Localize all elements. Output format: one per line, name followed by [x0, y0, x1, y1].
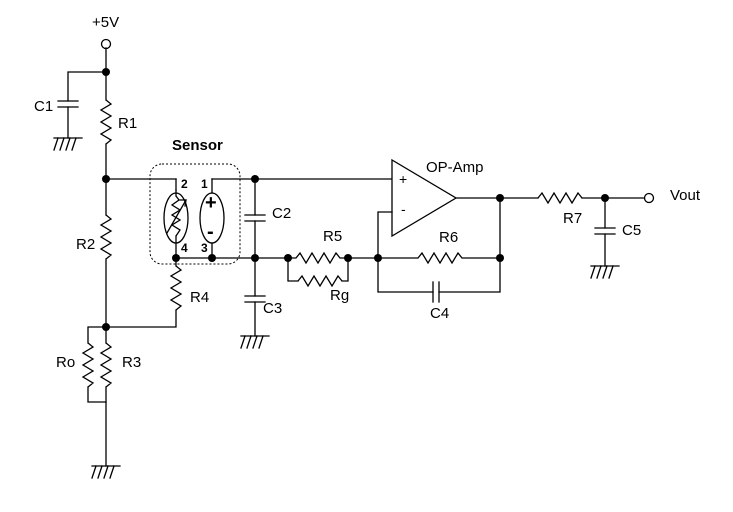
vout-label: Vout — [670, 187, 701, 204]
supply-terminal — [100, 38, 112, 50]
junction-opamp-out — [496, 194, 504, 202]
ro-bracket-bottom — [87, 386, 107, 403]
ro-label: Ro — [56, 354, 75, 371]
resistor-r1 — [99, 99, 113, 145]
resistor-r7 — [537, 191, 583, 205]
pin-1-label: 1 — [201, 177, 208, 191]
r1-label: R1 — [118, 115, 137, 132]
rg-label: Rg — [330, 287, 349, 304]
r3-label: R3 — [122, 354, 141, 371]
resistor-r4 — [169, 265, 183, 311]
pin-2-label: 2 — [181, 177, 188, 191]
vout-terminal — [643, 192, 655, 204]
r4-label: R4 — [190, 289, 209, 306]
opamp-plus: + — [399, 171, 407, 187]
opamp-label: OP-Amp — [426, 159, 484, 176]
capacitor-c3 — [244, 257, 266, 337]
cell-plus-sign: + — [205, 192, 217, 214]
r6-label: R6 — [439, 229, 458, 246]
c2-label: C2 — [272, 205, 291, 222]
cell-minus-sign: - — [207, 221, 214, 243]
resistor-r6 — [378, 251, 500, 265]
c1-label: C1 — [34, 98, 53, 115]
junction-r6-right — [496, 254, 504, 262]
c5-label: C5 — [622, 222, 641, 239]
junction-pin3 — [208, 254, 216, 262]
supply-label: +5V — [92, 14, 119, 31]
capacitor-c1 — [57, 71, 107, 139]
capacitor-c2 — [244, 178, 266, 259]
capacitor-c5 — [594, 197, 616, 267]
resistor-rg — [297, 274, 343, 288]
ground-c1 — [53, 137, 83, 151]
r2-label: R2 — [76, 236, 95, 253]
r5-label: R5 — [323, 228, 342, 245]
r7-label: R7 — [563, 210, 582, 227]
resistor-r3 — [99, 342, 113, 388]
resistor-r5 — [288, 251, 348, 265]
opamp-triangle — [391, 158, 458, 238]
resistor-r2 — [99, 214, 113, 260]
ro-bracket-top — [87, 326, 107, 344]
pin-4-label: 4 — [181, 241, 188, 255]
junction-pin4 — [172, 254, 180, 262]
sensor-box — [149, 163, 241, 265]
sensor-title: Sensor — [172, 137, 223, 154]
c4-label: C4 — [430, 305, 449, 322]
c3-label: C3 — [263, 300, 282, 317]
ground-c3 — [240, 335, 270, 349]
pin-3-label: 3 — [201, 241, 208, 255]
resistor-ro — [81, 342, 95, 388]
ground-c5 — [590, 265, 620, 279]
opamp-minus: - — [401, 201, 406, 217]
ground-main — [91, 465, 121, 479]
